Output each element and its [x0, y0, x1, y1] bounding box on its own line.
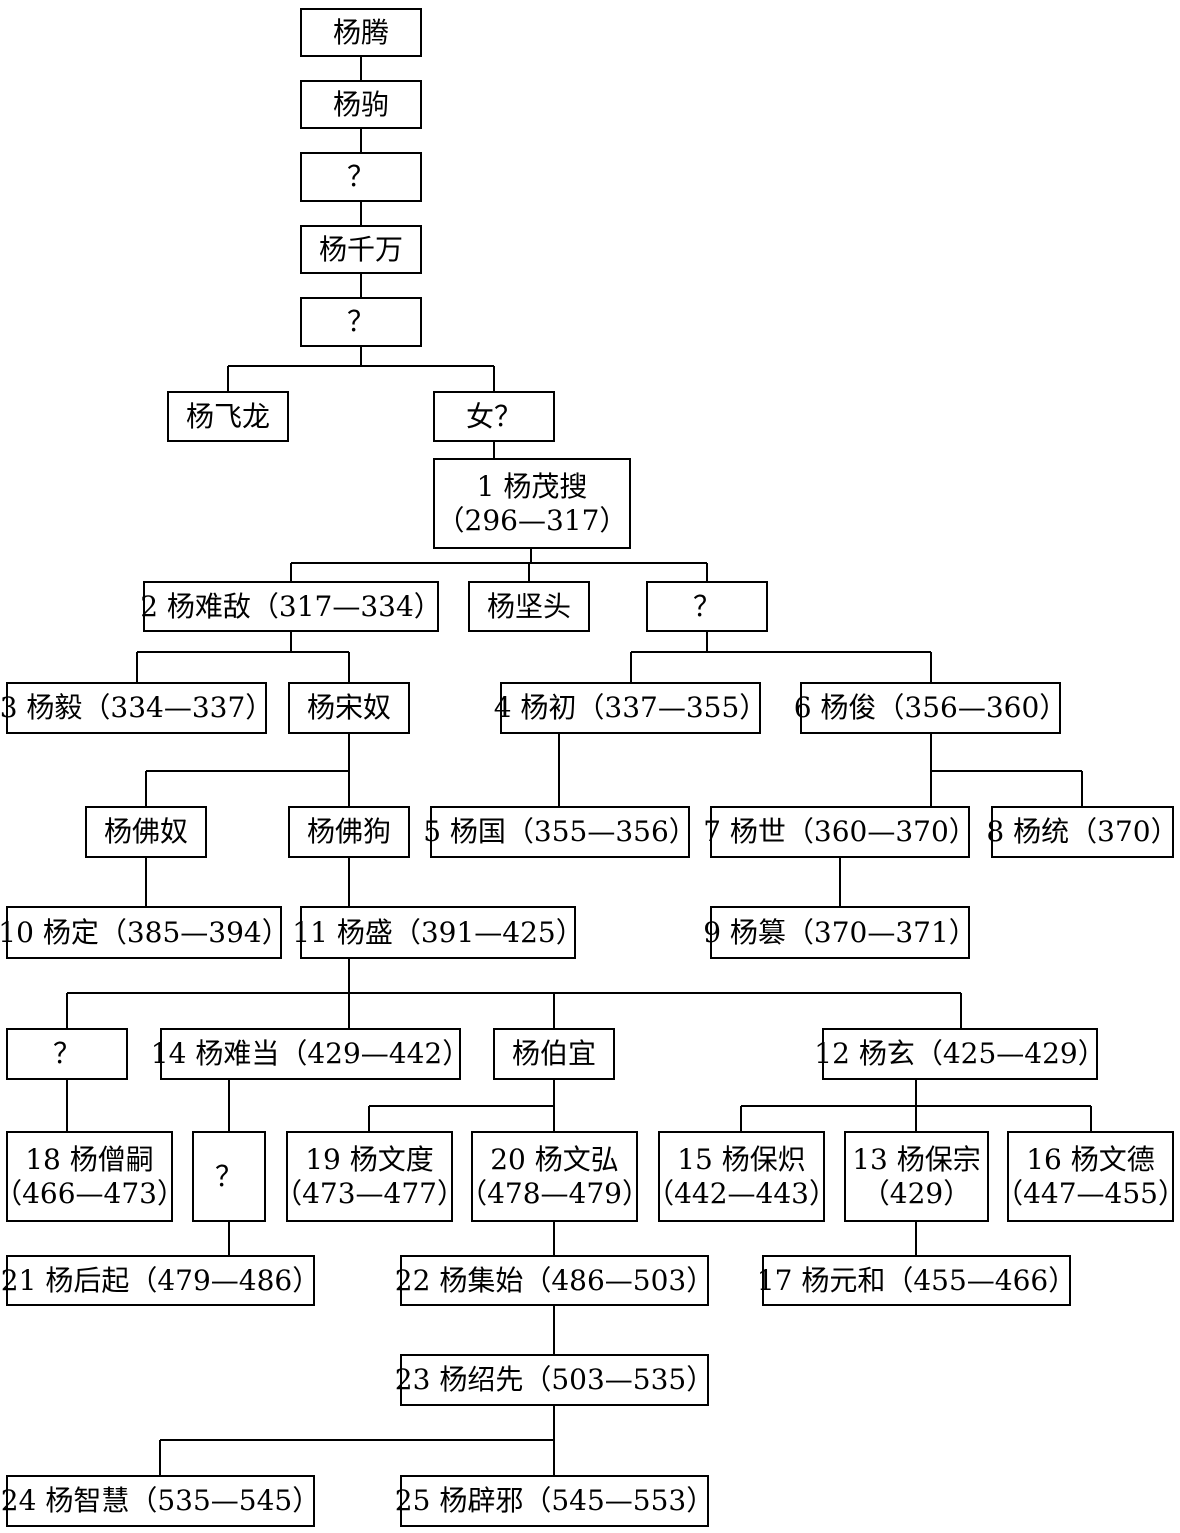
- node-dates: （429）: [861, 1176, 972, 1210]
- node-label: ？: [214, 1159, 243, 1193]
- node-yang-qianwan: 杨千万: [300, 225, 422, 274]
- node-ruler-15: 15 杨保炽（442—443）: [646, 1131, 837, 1222]
- node-ruler-22: 22 杨集始（486—503）: [395, 1255, 714, 1306]
- node-label: ？: [346, 305, 375, 338]
- node-label: 21 杨后起（479—486）: [0, 1263, 321, 1297]
- node-yang-ju: 杨驹: [300, 80, 422, 129]
- node-dates: （442—443）: [646, 1176, 837, 1210]
- node-label: 6 杨俊（356—360）: [793, 691, 1068, 724]
- node-label: 杨佛奴: [103, 815, 188, 848]
- node-label: 杨佛狗: [306, 815, 391, 848]
- node-yang-feilong: 杨飞龙: [167, 391, 289, 442]
- node-label: 22 杨集始（486—503）: [394, 1263, 715, 1297]
- node-dates: （473—477）: [274, 1176, 465, 1210]
- node-dates: （478—479）: [459, 1176, 650, 1210]
- node-ruler-24: 24 杨智慧（535—545）: [1, 1475, 320, 1527]
- node-label: 2 杨难敌（317—334）: [140, 589, 442, 623]
- node-ruler-19: 19 杨文度（473—477）: [274, 1131, 465, 1222]
- node-ruler-8: 8 杨统（370）: [986, 806, 1179, 858]
- node-label: 14 杨难当（429—442）: [150, 1037, 471, 1070]
- node-label: 23 杨绍先（503—535）: [394, 1363, 715, 1396]
- node-ruler-6: 6 杨俊（356—360）: [794, 682, 1067, 734]
- node-ruler-17: 17 杨元和（455—466）: [757, 1255, 1076, 1306]
- node-dates: （296—317）: [436, 503, 628, 537]
- node-label: ？: [52, 1037, 81, 1070]
- node-label: 18 杨僧嗣: [25, 1142, 154, 1176]
- node-label: 16 杨文德: [1026, 1142, 1155, 1176]
- node-ruler-1: 1 杨茂搜（296—317）: [433, 458, 631, 549]
- node-yang-teng: 杨腾: [300, 8, 422, 57]
- node-ruler-23: 23 杨绍先（503—535）: [395, 1354, 714, 1406]
- node-label: 女？: [465, 399, 522, 433]
- node-label: 9 杨篡（370—371）: [703, 915, 977, 949]
- node-label: 17 杨元和（455—466）: [756, 1263, 1077, 1297]
- node-ruler-9: 9 杨篡（370—371）: [703, 906, 977, 959]
- node-ruler-21: 21 杨后起（479—486）: [1, 1255, 320, 1306]
- node-yang-fonu: 杨佛奴: [85, 806, 207, 858]
- node-yang-fogou: 杨佛狗: [288, 806, 410, 858]
- node-label: 杨腾: [332, 15, 389, 49]
- node-label: 10 杨定（385—394）: [0, 915, 290, 949]
- node-label: ？: [692, 589, 721, 623]
- node-label: 8 杨统（370）: [986, 815, 1179, 848]
- node-label: 杨宋奴: [306, 691, 391, 724]
- node-label: 4 杨初（337—355）: [493, 691, 768, 724]
- node-ruler-18: 18 杨僧嗣（466—473）: [0, 1131, 185, 1222]
- node-ruler-5: 5 杨国（355—356）: [423, 806, 697, 858]
- node-label: 19 杨文度: [305, 1142, 434, 1176]
- node-ruler-25: 25 杨辟邪（545—553）: [395, 1475, 714, 1527]
- node-ruler-4: 4 杨初（337—355）: [494, 682, 767, 734]
- node-ruler-14: 14 杨难当（429—442）: [151, 1028, 470, 1080]
- node-unknown: ？: [646, 581, 768, 632]
- node-label: 杨千万: [318, 232, 403, 266]
- node-label: 15 杨保炽: [677, 1142, 806, 1176]
- node-ruler-16: 16 杨文德（447—455）: [995, 1131, 1180, 1222]
- node-ruler-2: 2 杨难敌（317—334）: [140, 581, 442, 632]
- node-label: 13 杨保宗: [852, 1142, 981, 1176]
- node-yang-boyi: 杨伯宜: [493, 1028, 615, 1080]
- node-ruler-11: 11 杨盛（391—425）: [292, 906, 584, 959]
- node-unknown: ？: [300, 297, 422, 347]
- node-label: 1 杨茂搜: [476, 469, 588, 503]
- node-label: 杨伯宜: [511, 1037, 596, 1070]
- node-unknown: ？: [6, 1028, 128, 1080]
- node-label: 杨坚头: [486, 589, 571, 623]
- node-yang-jiantou: 杨坚头: [468, 581, 590, 632]
- node-label: 杨飞龙: [185, 399, 270, 433]
- node-dates: （447—455）: [995, 1176, 1180, 1210]
- node-label: 12 杨玄（425—429）: [814, 1037, 1106, 1070]
- node-ruler-13: 13 杨保宗（429）: [844, 1131, 989, 1222]
- node-ruler-3: 3 杨毅（334—337）: [0, 682, 273, 734]
- node-label: 杨驹: [332, 87, 389, 121]
- node-unknown: ？: [300, 152, 422, 202]
- node-label: 7 杨世（360—370）: [703, 815, 977, 848]
- node-label: 3 杨毅（334—337）: [0, 691, 274, 724]
- node-dates: （466—473）: [0, 1176, 185, 1210]
- node-ruler-10: 10 杨定（385—394）: [0, 906, 290, 959]
- node-ruler-12: 12 杨玄（425—429）: [814, 1028, 1106, 1080]
- node-daughter: 女？: [433, 391, 555, 442]
- node-label: 5 杨国（355—356）: [423, 815, 697, 848]
- node-label: 11 杨盛（391—425）: [292, 915, 584, 949]
- node-unknown: ？: [192, 1131, 266, 1222]
- node-label: ？: [346, 160, 375, 193]
- node-label: 20 杨文弘: [490, 1142, 619, 1176]
- node-label: 25 杨辟邪（545—553）: [394, 1484, 715, 1517]
- node-ruler-20: 20 杨文弘（478—479）: [459, 1131, 650, 1222]
- node-label: 24 杨智慧（535—545）: [0, 1484, 321, 1517]
- node-ruler-7: 7 杨世（360—370）: [703, 806, 977, 858]
- node-yang-songnu: 杨宋奴: [288, 682, 410, 734]
